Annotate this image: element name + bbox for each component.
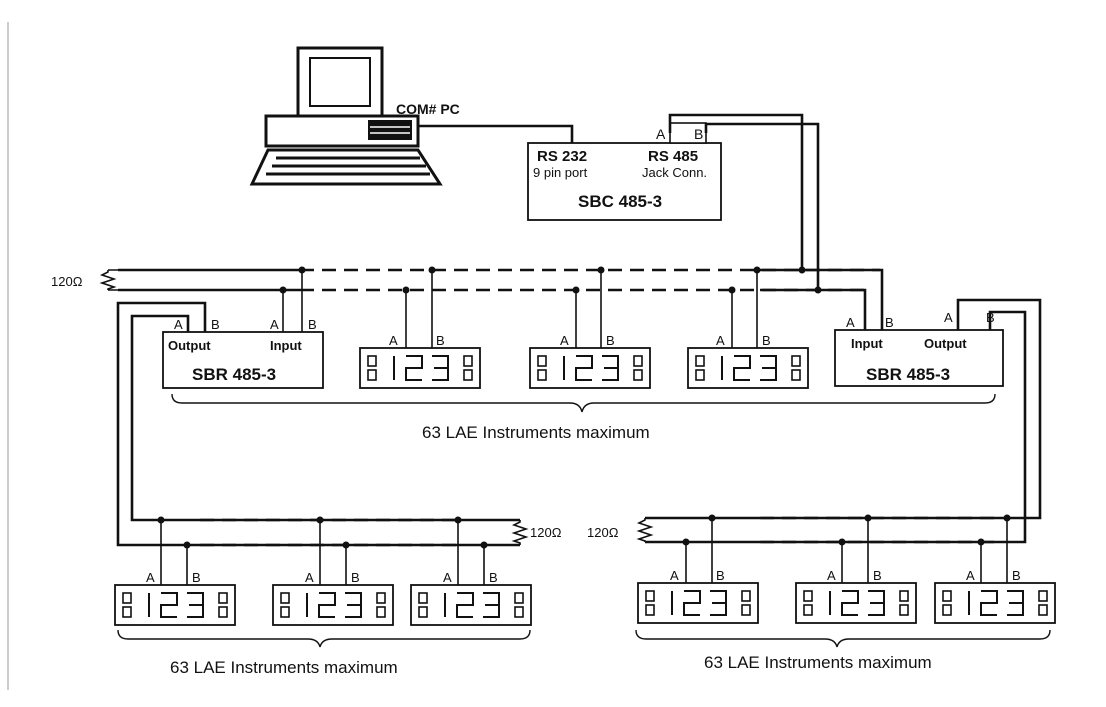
pc-label: COM# PC xyxy=(396,101,460,117)
bottom-left-group-label: 63 LAE Instruments maximum xyxy=(170,658,398,677)
svg-text:A: A xyxy=(443,570,452,585)
sbr-right-pin-a-out: A xyxy=(944,310,953,325)
loop-right-a xyxy=(645,298,1042,520)
instrument-bottom-left-1: A B xyxy=(114,570,236,626)
svg-text:A: A xyxy=(827,568,836,583)
resistor-bottom-left-end-label: 120Ω xyxy=(530,525,562,540)
bottom-left-group-brace xyxy=(117,629,531,648)
instrument-top-3: A B xyxy=(687,333,809,389)
sbr-right-box xyxy=(834,329,1004,387)
sbc-name: SBC 485-3 xyxy=(578,192,662,211)
resistor-bottom-right-start xyxy=(636,518,654,542)
sbr-right-name: SBR 485-3 xyxy=(866,365,950,384)
sbr-right-output-label: Output xyxy=(924,336,967,351)
svg-text:B: B xyxy=(762,333,771,348)
sbr-left-box xyxy=(162,331,324,389)
rs232-cable xyxy=(418,124,574,144)
sbc-rs232-label: RS 232 xyxy=(537,148,587,165)
sbr-left-name: SBR 485-3 xyxy=(192,365,276,384)
sbc-line-a xyxy=(668,113,804,270)
instrument-top-1: A B xyxy=(359,333,481,389)
svg-text:A: A xyxy=(670,568,679,583)
svg-text:B: B xyxy=(489,570,498,585)
sbr-left-pin-a-out: A xyxy=(174,317,183,332)
instrument-bottom-left-3: A B xyxy=(410,570,532,626)
svg-text:A: A xyxy=(966,568,975,583)
instrument-bottom-right-2: A B xyxy=(795,568,917,624)
resistor-bottom-right-start-label: 120Ω xyxy=(587,525,619,540)
svg-text:B: B xyxy=(606,333,615,348)
loop-left-a xyxy=(130,314,520,522)
top-drop-lines xyxy=(282,270,758,348)
svg-text:B: B xyxy=(716,568,725,583)
sbr-right-input-label: Input xyxy=(851,336,883,351)
instrument-bottom-left-2: A B xyxy=(272,570,394,626)
sbr-left-pin-a-in: A xyxy=(270,317,279,332)
svg-text:A: A xyxy=(389,333,398,348)
resistor-top-left xyxy=(99,269,118,291)
sbc-485-3-box xyxy=(527,142,722,221)
sbr-right-pin-a-in: A xyxy=(846,315,855,330)
bottom-right-group-brace xyxy=(635,629,1051,648)
bottom-right-drop-lines xyxy=(685,518,1008,583)
svg-text:B: B xyxy=(192,570,201,585)
svg-text:B: B xyxy=(873,568,882,583)
instrument-bottom-right-3: A B xyxy=(934,568,1056,624)
svg-text:A: A xyxy=(716,333,725,348)
sbc-pin-a: A xyxy=(656,126,666,142)
sbc-rs485-label: RS 485 xyxy=(648,148,698,165)
svg-text:A: A xyxy=(146,570,155,585)
instrument-top-2: A B xyxy=(529,333,651,389)
sbc-pin-b: B xyxy=(694,126,703,142)
top-group-brace xyxy=(171,393,996,413)
sbr-left-input-label: Input xyxy=(270,338,302,353)
pc-computer-icon xyxy=(249,46,443,186)
svg-text:A: A xyxy=(560,333,569,348)
sbr-left-pin-b-in: B xyxy=(308,317,317,332)
svg-text:B: B xyxy=(351,570,360,585)
sbr-left-pin-b-out: B xyxy=(211,317,220,332)
sbc-rs232-sublabel: 9 pin port xyxy=(533,165,588,180)
svg-text:B: B xyxy=(436,333,445,348)
bottom-left-drop-lines xyxy=(160,520,485,585)
svg-text:A: A xyxy=(305,570,314,585)
sbr-left-output-label: Output xyxy=(168,338,211,353)
top-trunk-b-right xyxy=(760,288,867,330)
top-group-label: 63 LAE Instruments maximum xyxy=(422,423,650,442)
resistor-top-left-label: 120Ω xyxy=(51,274,83,289)
bottom-right-group-label: 63 LAE Instruments maximum xyxy=(704,653,932,672)
resistor-bottom-left-end xyxy=(511,520,529,545)
sbr-right-pin-b-in: B xyxy=(885,315,894,330)
instrument-bottom-right-1: A B xyxy=(637,568,759,624)
sbc-line-b xyxy=(704,122,820,290)
sbc-rs485-sublabel: Jack Conn. xyxy=(642,165,707,180)
svg-text:B: B xyxy=(1012,568,1021,583)
